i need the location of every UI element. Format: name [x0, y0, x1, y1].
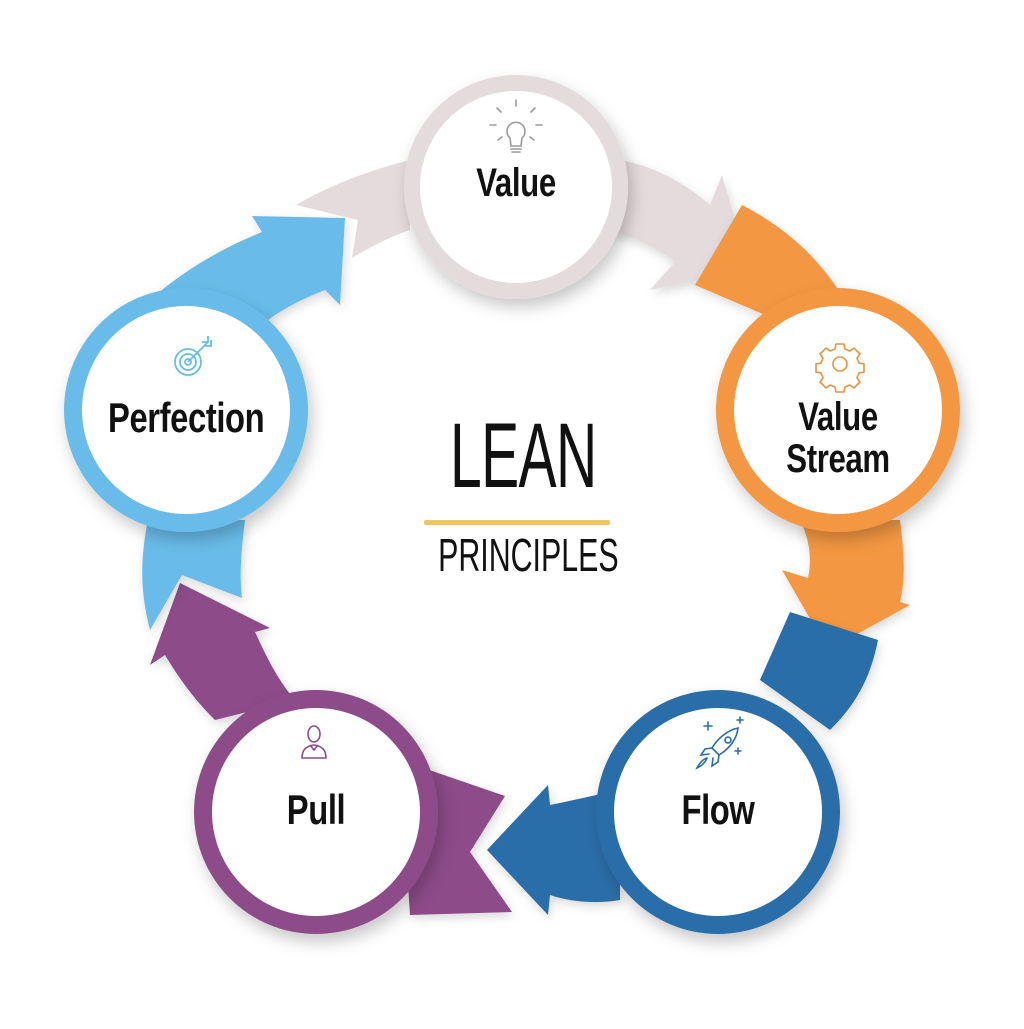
principle-label-value: Value [476, 161, 556, 205]
center-title: LEAN [450, 405, 597, 507]
arrow-flow-to-pull [487, 785, 620, 915]
principle-label-perfection: Perfection [108, 394, 265, 441]
principle-node-perfection [64, 288, 308, 532]
principle-label-value-stream-line2: Stream [786, 437, 890, 481]
arrow-flow-to-pull-head [760, 612, 878, 730]
principle-node-value-stream [716, 288, 960, 532]
arrow-perfection-to-value-tail [142, 520, 245, 630]
principle-label-value-stream: Value Stream [776, 396, 901, 480]
principle-label-value-stream-line1: Value [798, 395, 878, 439]
target-icon [174, 336, 212, 376]
arrow-pull-to-perfection-head [150, 583, 295, 720]
center-underline [424, 520, 610, 525]
principle-label-pull: Pull [286, 786, 346, 833]
principle-node-pull [194, 690, 438, 934]
gear-icon [815, 343, 865, 393]
principle-label-flow: Flow [681, 786, 755, 833]
arrow-value-incoming-grey [296, 160, 410, 258]
principle-node-value [404, 75, 628, 299]
lightbulb-icon [489, 99, 543, 153]
center-subtitle: PRINCIPLES [438, 529, 619, 581]
person-icon [301, 725, 327, 759]
principle-node-flow [596, 690, 840, 934]
arrow-stream-to-flow-tail [782, 520, 910, 650]
rocket-icon [695, 716, 744, 770]
